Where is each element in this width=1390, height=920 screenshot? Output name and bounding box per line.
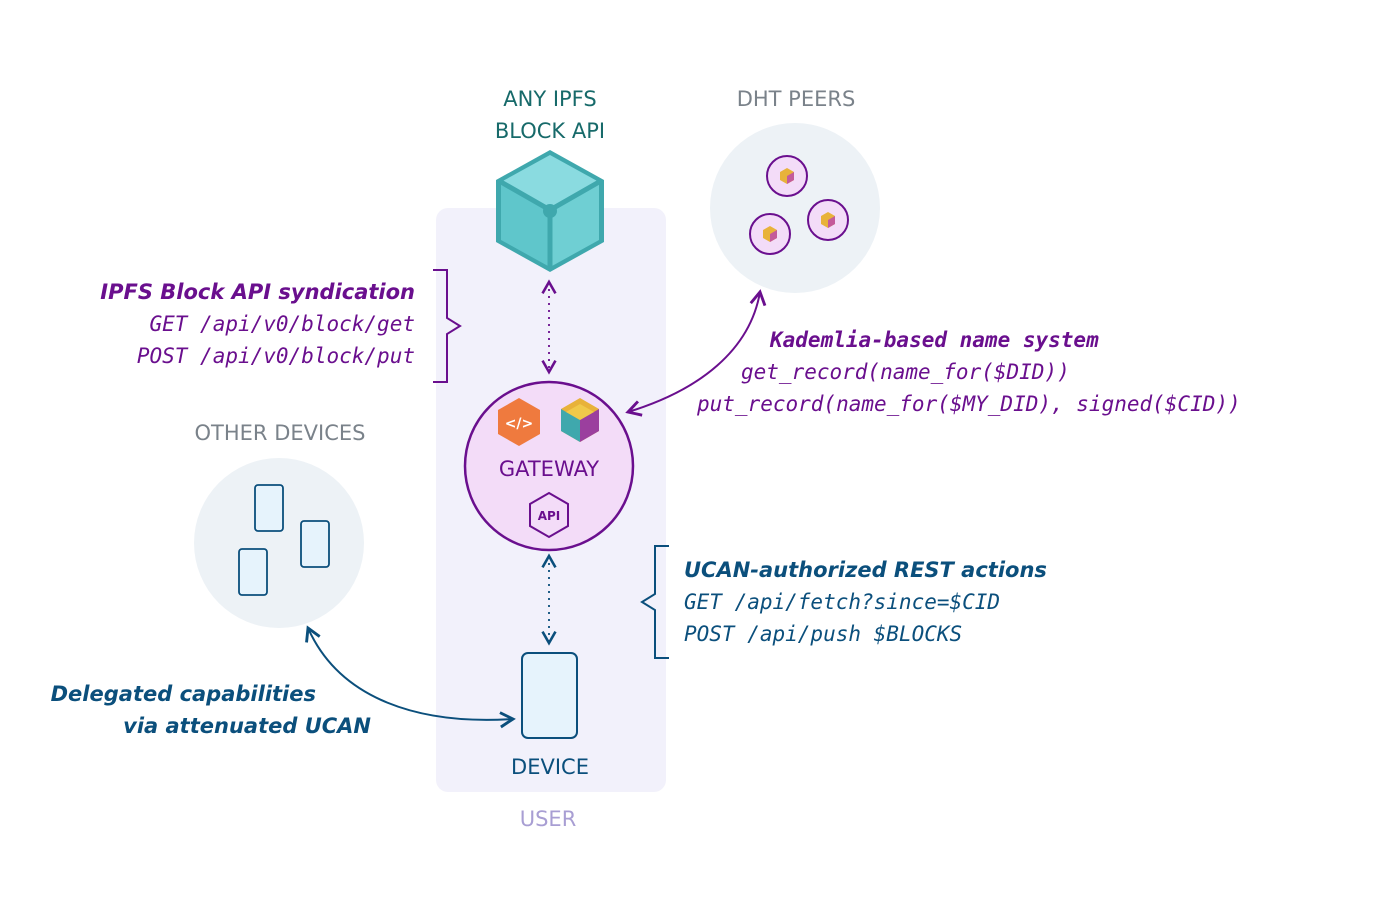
ipfs-annotation-put: POST /api/v0/block/put — [137, 344, 415, 368]
code-icon-glyph: </> — [505, 416, 534, 432]
delegated-annotation-line2: via attenuated UCAN — [123, 714, 371, 738]
other-device-node — [254, 484, 284, 532]
ucan-annotation-fetch: GET /api/fetch?since=$CID — [684, 590, 1000, 614]
device-label: DEVICE — [511, 755, 589, 779]
dht-peer-node — [749, 213, 791, 255]
api-badge-text: API — [538, 509, 561, 523]
ipfs-annotation-get: GET /api/v0/block/get — [149, 312, 415, 336]
user-label: USER — [520, 807, 577, 831]
dht-peers-label: DHT PEERS — [737, 87, 856, 111]
ipfs-annotation-title: IPFS Block API syndication — [100, 280, 415, 304]
device-node — [521, 652, 578, 739]
ucan-annotation-title: UCAN-authorized REST actions — [684, 558, 1047, 582]
dht-peer-node — [766, 155, 808, 197]
ipfs-api-label-line1: ANY IPFS — [503, 87, 596, 111]
api-badge-icon: API — [529, 491, 569, 539]
ipfs-bracket — [433, 269, 462, 383]
other-devices-cluster — [194, 458, 364, 628]
gateway-dht-link — [625, 289, 767, 417]
kademlia-annotation-get: get_record(name_for($DID)) — [741, 360, 1070, 384]
code-icon: </> — [498, 398, 540, 446]
dht-peers-cluster — [710, 123, 880, 293]
kademlia-annotation-put: put_record(name_for($MY_DID), signed($CI… — [696, 392, 1241, 416]
kademlia-annotation-title: Kademlia-based name system — [769, 328, 1099, 352]
ipfs-logo-icon — [561, 398, 599, 442]
ucan-annotation-push: POST /api/push $BLOCKS — [684, 622, 962, 646]
other-device-node — [300, 520, 330, 568]
gateway-label: GATEWAY — [499, 457, 599, 481]
other-devices-label: OTHER DEVICES — [195, 421, 366, 445]
ucan-bracket — [640, 545, 669, 659]
dht-peer-node — [807, 199, 849, 241]
ipfs-api-label-line2: BLOCK API — [495, 119, 605, 143]
device-delegation-link — [305, 625, 516, 729]
delegated-annotation-line1: Delegated capabilities — [51, 682, 316, 706]
ipfs-cube-icon — [496, 150, 604, 272]
other-device-node — [238, 548, 268, 596]
